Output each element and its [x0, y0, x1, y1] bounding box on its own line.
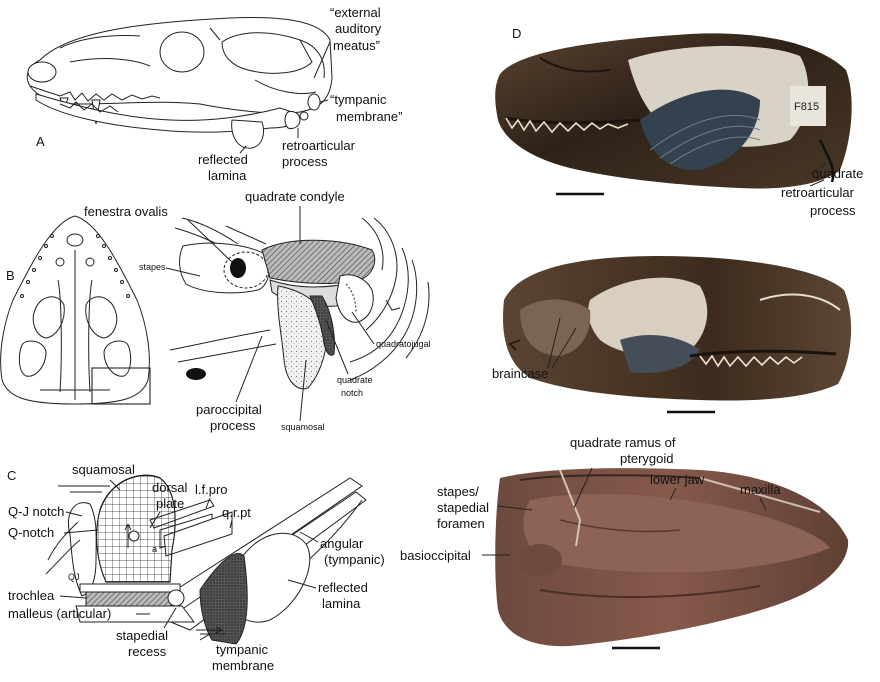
- label-stapes: stapes: [139, 262, 166, 272]
- panel-b-dorsal-skull: [1, 216, 150, 404]
- label-stapes-d-1: stapes/: [437, 484, 479, 499]
- panel-letter-c: C: [7, 468, 16, 483]
- label-stapedial-recess-2: recess: [128, 644, 167, 659]
- label-quadrate-notch-2: notch: [341, 388, 363, 398]
- label-maxilla: maxilla: [740, 482, 781, 497]
- label-stapedial-recess-1: stapedial: [116, 628, 168, 643]
- label-tympanic-membrane-c-2: membrane: [212, 658, 274, 673]
- label-reflected-lamina-c-2: lamina: [322, 596, 361, 611]
- label-reflected-lamina-1: reflected: [198, 152, 248, 167]
- specimen-photo-ventral: [495, 468, 848, 646]
- label-dorsal-2: plate: [156, 496, 184, 511]
- label-fenestra-ovalis: fenestra ovalis: [84, 204, 168, 219]
- label-qrpt: q.r.pt: [222, 505, 251, 520]
- panel-a-skull-drawing: [27, 18, 332, 149]
- label-q-notch: Q-notch: [8, 525, 54, 540]
- label-quadrate-condyle: quadrate condyle: [245, 189, 345, 204]
- label-stapes-d-2: stapedial: [437, 500, 489, 515]
- label-external-auditory-meatus-2: auditory: [335, 21, 382, 36]
- label-retroarticular-d-2: process: [810, 203, 856, 218]
- label-trochlea: trochlea: [8, 588, 55, 603]
- label-retroarticular-2: process: [282, 154, 328, 169]
- panel-letter-d: D: [512, 26, 521, 41]
- label-tympanic-membrane-2: membrane”: [336, 109, 402, 124]
- label-external-auditory-meatus-3: meatus”: [333, 38, 380, 53]
- label-squamosal-c: squamosal: [72, 462, 135, 477]
- label-paroccipital-2: process: [210, 418, 256, 433]
- label-quadratojugal: quadratojugal: [376, 339, 431, 349]
- label-dorsal-1: dorsal: [152, 480, 188, 495]
- panel-c: C: [7, 462, 385, 673]
- label-angular-2: (tympanic): [324, 552, 385, 567]
- label-a: a: [152, 544, 157, 554]
- label-basioccipital: basioccipital: [400, 548, 471, 563]
- label-reflected-lamina-c-1: reflected: [318, 580, 368, 595]
- label-braincase: braincase: [492, 366, 548, 381]
- label-paroccipital-1: paroccipital: [196, 402, 262, 417]
- label-external-auditory-meatus-1: “external: [330, 5, 381, 20]
- specimen-photo-lateral-right: [503, 256, 851, 400]
- label-lower-jaw: lower jaw: [650, 472, 705, 487]
- label-qj: QJ: [68, 572, 80, 582]
- label-squamosal-b: squamosal: [281, 422, 325, 432]
- label-retroarticular-d-1: retroarticular: [781, 185, 855, 200]
- label-reflected-lamina-2: lamina: [208, 168, 247, 183]
- specimen-tag: F815: [794, 101, 819, 113]
- panel-letter-a: A: [36, 134, 45, 149]
- label-qj-notch: Q-J notch: [8, 504, 64, 519]
- panel-d: D F815 quadrate retroarticular process: [400, 26, 863, 648]
- leader-paroccipital: [236, 336, 262, 402]
- panel-letter-b: B: [6, 268, 15, 283]
- label-quadrate-ramus-1: quadrate ramus of: [570, 435, 676, 450]
- label-lfpro: l.f.pro: [195, 482, 228, 497]
- label-malleus: malleus (articular): [8, 606, 111, 621]
- label-angular-1: angular: [320, 536, 364, 551]
- label-quadrate-notch-1: quadrate: [337, 375, 373, 385]
- label-retroarticular-1: retroarticular: [282, 138, 356, 153]
- label-stapes-d-3: foramen: [437, 516, 485, 531]
- label-tympanic-membrane-1: “tympanic: [330, 92, 387, 107]
- panel-b: B: [1, 189, 431, 433]
- label-quadrate-ramus-2: pterygoid: [620, 451, 673, 466]
- panel-a: A “external auditory meatus” “tympanic m…: [27, 5, 402, 183]
- label-tympanic-membrane-c-1: tympanic: [216, 642, 269, 657]
